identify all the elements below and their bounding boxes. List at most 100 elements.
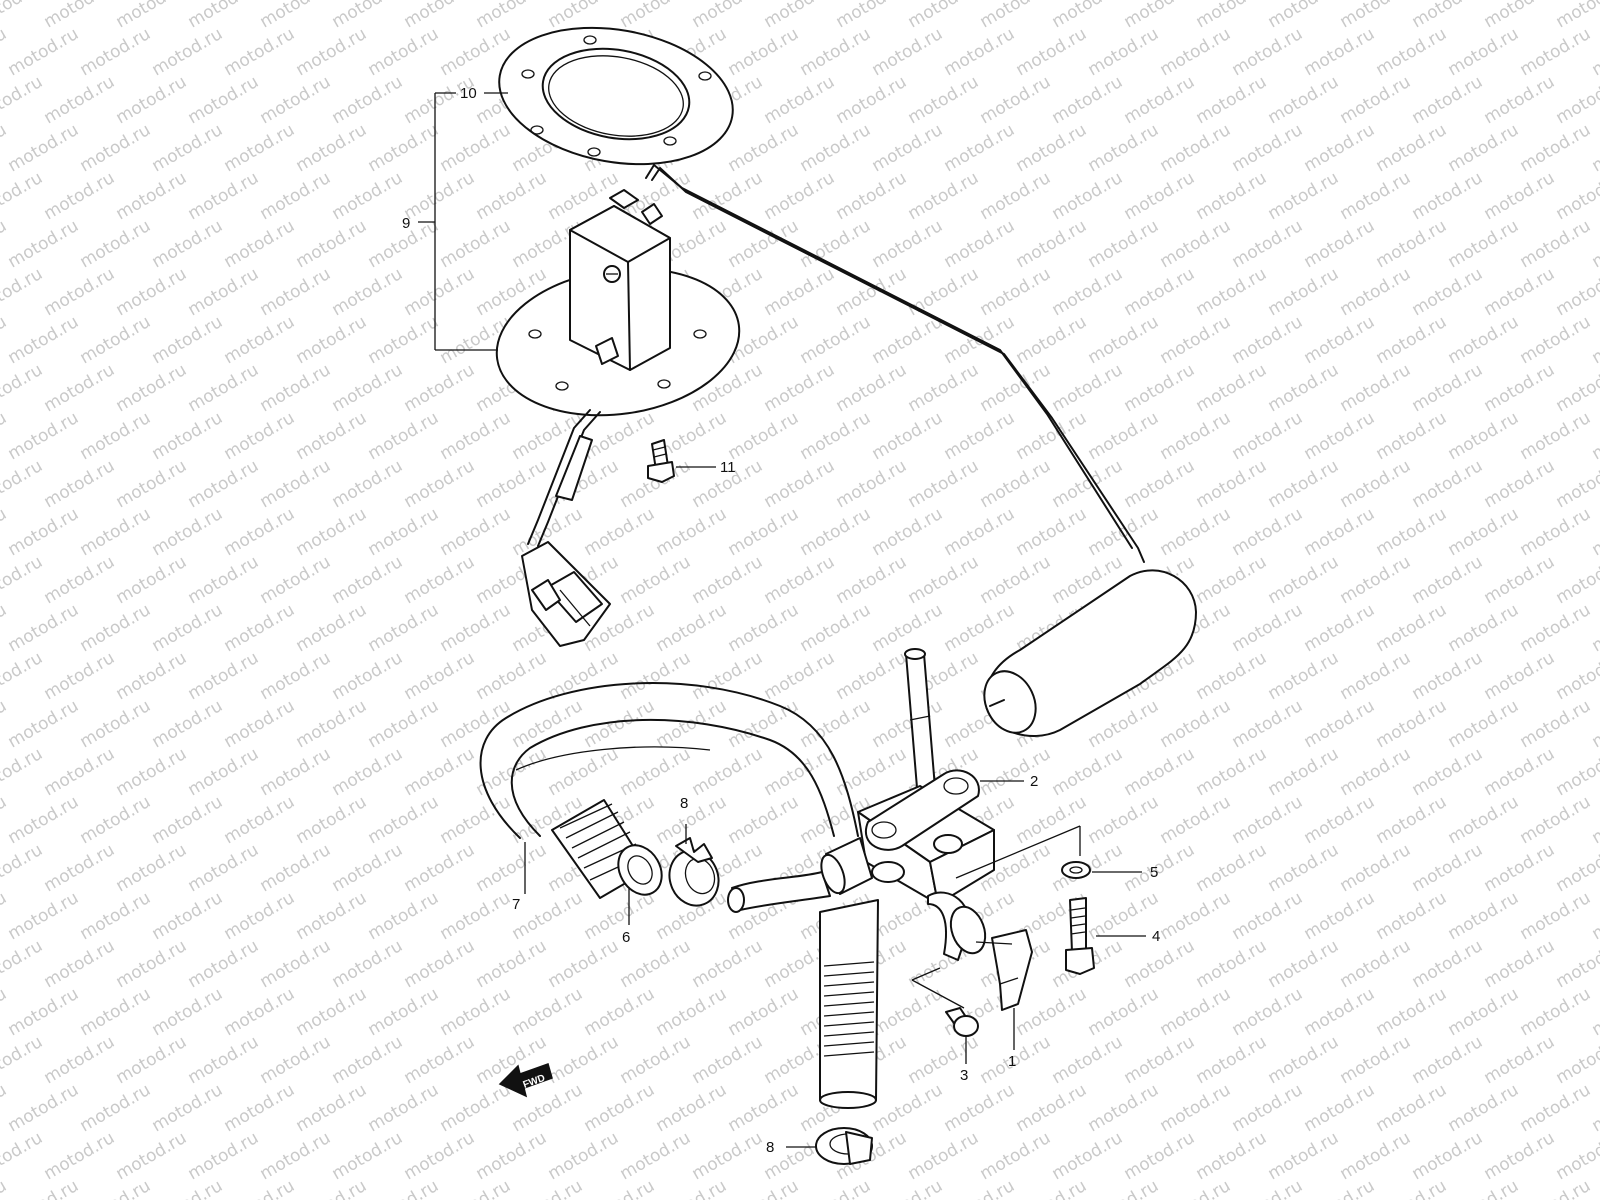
part-8-clamp-lower[interactable]	[815, 1127, 873, 1165]
watermark-text: motod.ru	[1301, 24, 1379, 80]
watermark-text: motod.ru	[1517, 24, 1595, 80]
watermark-text: motod.ru	[185, 1128, 263, 1184]
callout-leaders	[524, 824, 1015, 1148]
watermark-text: motod.ru	[473, 168, 551, 224]
watermark-text: motod.ru	[185, 360, 263, 416]
watermark-text: motod.ru	[941, 408, 1019, 464]
watermark-text: motod.ru	[77, 984, 155, 1040]
watermark-text: motod.ru	[1229, 792, 1307, 848]
watermark-text: motod.ru	[1517, 120, 1595, 176]
watermark-text: motod.ru	[977, 456, 1055, 512]
watermark-text: motod.ru	[185, 456, 263, 512]
part-8-clamp-upper[interactable]	[662, 837, 726, 913]
watermark-text: motod.ru	[1157, 120, 1235, 176]
watermark-text: motod.ru	[1229, 24, 1307, 80]
watermark-text: motod.ru	[1481, 456, 1559, 512]
watermark-text: motod.ru	[0, 456, 46, 512]
part-6-filter[interactable]	[551, 799, 670, 903]
watermark-text: motod.ru	[1337, 936, 1415, 992]
watermark-text: motod.ru	[1589, 312, 1600, 368]
watermark-text: motod.ru	[41, 552, 119, 608]
watermark-text: motod.ru	[1409, 456, 1487, 512]
watermark-text: motod.ru	[0, 1032, 46, 1088]
watermark-text: motod.ru	[905, 360, 983, 416]
watermark-text: motod.ru	[1193, 552, 1271, 608]
watermark-text: motod.ru	[401, 840, 479, 896]
watermark-text: motod.ru	[1157, 792, 1235, 848]
watermark-text: motod.ru	[1265, 648, 1343, 704]
watermark-text: motod.ru	[113, 552, 191, 608]
watermark-text: motod.ru	[977, 744, 1055, 800]
watermark-text: motod.ru	[329, 264, 407, 320]
watermark-text: motod.ru	[257, 744, 335, 800]
watermark-text: motod.ru	[1049, 264, 1127, 320]
watermark-text: motod.ru	[761, 264, 839, 320]
watermark-text: motod.ru	[365, 24, 443, 80]
watermark-text: motod.ru	[5, 696, 83, 752]
watermark-text: motod.ru	[1085, 120, 1163, 176]
watermark-text: motod.ru	[329, 0, 407, 32]
watermark-text: motod.ru	[113, 1128, 191, 1184]
watermark-text: motod.ru	[1589, 984, 1600, 1040]
watermark-text: motod.ru	[1265, 552, 1343, 608]
watermark-text: motod.ru	[1301, 120, 1379, 176]
watermark-text: motod.ru	[113, 0, 191, 32]
watermark-text: motod.ru	[113, 72, 191, 128]
watermark-text: motod.ru	[1409, 0, 1487, 32]
watermark-text: motod.ru	[1301, 984, 1379, 1040]
watermark-text: motod.ru	[1589, 696, 1600, 752]
watermark-text: motod.ru	[293, 792, 371, 848]
part-9-fuel-level-sender[interactable]	[487, 164, 1197, 741]
watermark-text: motod.ru	[617, 1032, 695, 1088]
watermark-text: motod.ru	[329, 1128, 407, 1184]
watermark-text: motod.ru	[1373, 1080, 1451, 1136]
callout-8-lower: 8	[766, 1139, 774, 1156]
watermark-text: motod.ru	[1481, 936, 1559, 992]
watermark-text: motod.ru	[1517, 792, 1595, 848]
part-4-bolt[interactable]	[1065, 897, 1146, 975]
watermark-text: motod.ru	[365, 408, 443, 464]
watermark-text: motod.ru	[1121, 744, 1199, 800]
watermark-text: motod.ru	[1013, 984, 1091, 1040]
watermark-text: motod.ru	[941, 600, 1019, 656]
watermark-text: motod.ru	[797, 312, 875, 368]
part-2-gasket[interactable]	[865, 769, 1024, 851]
part-5-washer[interactable]	[1061, 861, 1142, 879]
watermark-text: motod.ru	[41, 744, 119, 800]
watermark-text: motod.ru	[149, 600, 227, 656]
watermark-text: motod.ru	[1481, 648, 1559, 704]
watermark-text: motod.ru	[1481, 168, 1559, 224]
watermark-text: motod.ru	[5, 504, 83, 560]
watermark-text: motod.ru	[365, 792, 443, 848]
watermark-text: motod.ru	[1265, 360, 1343, 416]
watermark-text: motod.ru	[761, 456, 839, 512]
watermark-text: motod.ru	[401, 1128, 479, 1184]
part-10-gasket[interactable]	[488, 11, 743, 182]
watermark-text: motod.ru	[1229, 120, 1307, 176]
watermark-text: motod.ru	[149, 1176, 227, 1200]
watermark-text: motod.ru	[401, 744, 479, 800]
watermark-text: motod.ru	[941, 1176, 1019, 1200]
part-11-screw[interactable]	[647, 439, 716, 483]
watermark-text: motod.ru	[221, 1176, 299, 1200]
part-3-screw[interactable]	[945, 1007, 979, 1064]
watermark-text: motod.ru	[401, 456, 479, 512]
watermark-text: motod.ru	[221, 984, 299, 1040]
watermark-text: motod.ru	[1409, 264, 1487, 320]
watermark-text: motod.ru	[1049, 744, 1127, 800]
callout-9: 9	[402, 215, 410, 232]
watermark-text: motod.ru	[257, 168, 335, 224]
watermark-text: motod.ru	[5, 216, 83, 272]
watermark-text: motod.ru	[1481, 0, 1559, 32]
watermark-text: motod.ru	[1337, 648, 1415, 704]
watermark-text: motod.ru	[653, 600, 731, 656]
watermark-text: motod.ru	[1193, 840, 1271, 896]
watermark-text: motod.ru	[1337, 168, 1415, 224]
watermark-text: motod.ru	[41, 72, 119, 128]
watermark-text: motod.ru	[725, 1176, 803, 1200]
watermark-text: motod.ru	[761, 360, 839, 416]
watermark-text: motod.ru	[221, 792, 299, 848]
watermark-text: motod.ru	[293, 312, 371, 368]
part-7-hose[interactable]	[479, 682, 859, 839]
